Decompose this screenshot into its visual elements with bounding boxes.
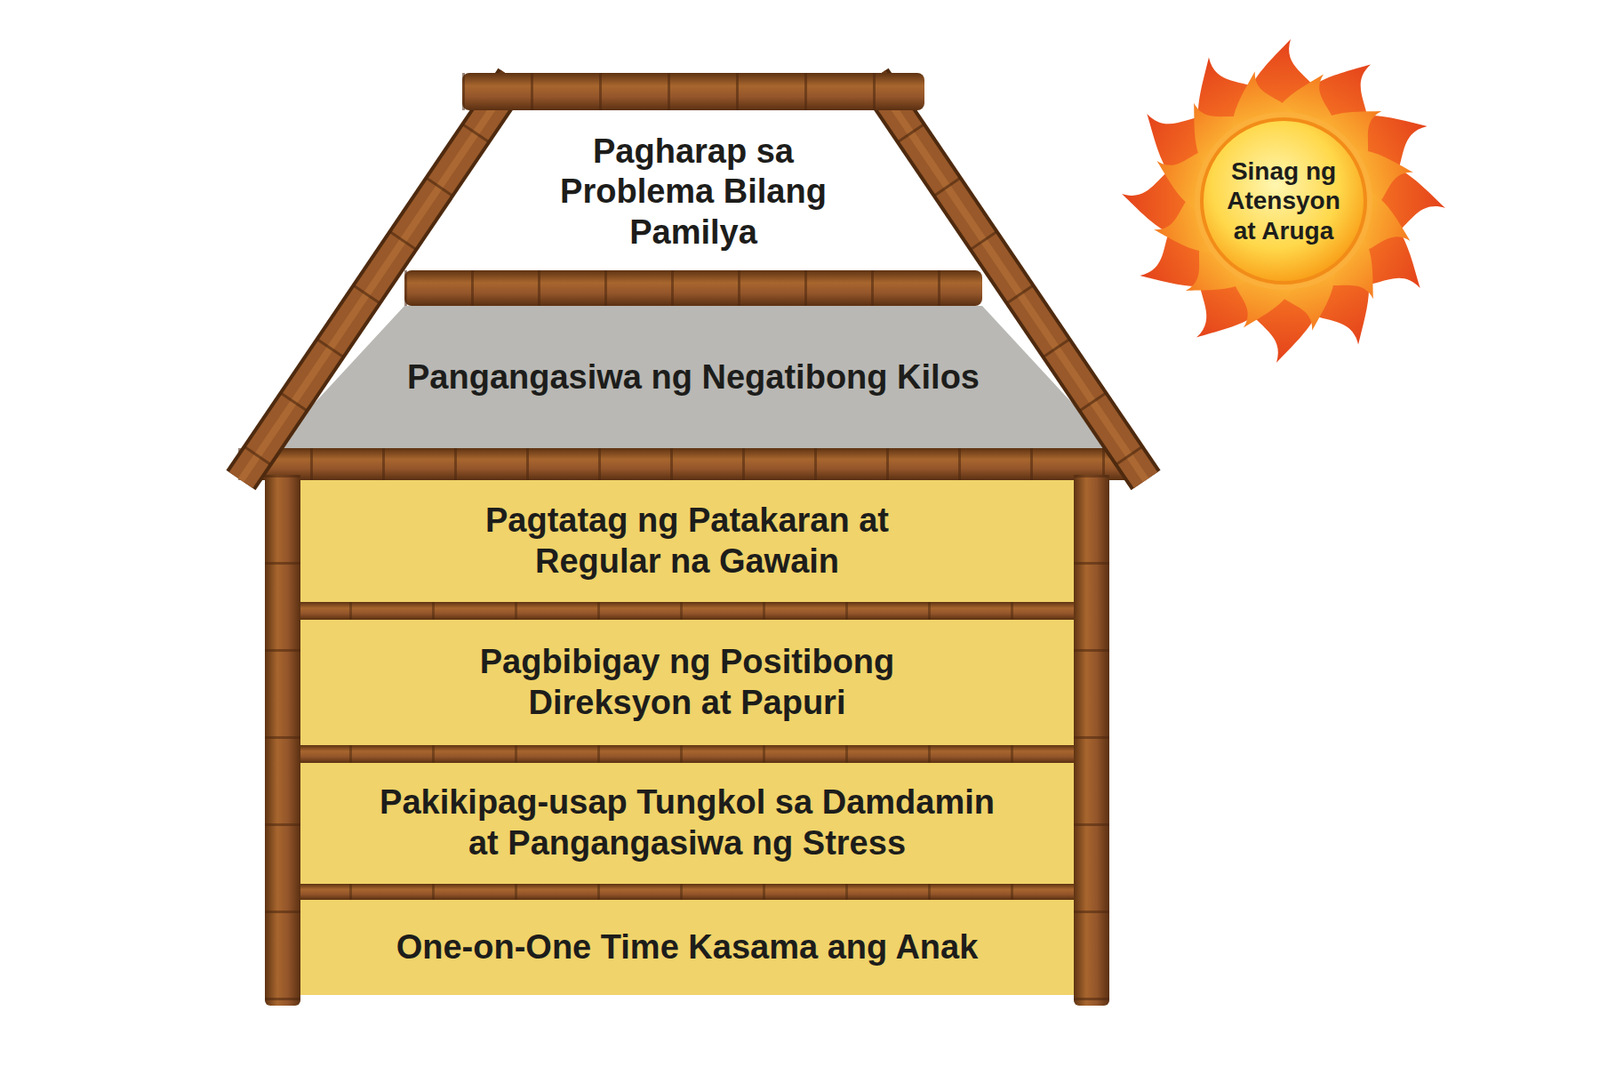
sun-badge: Sinag ng Atensyon at Aruga: [1201, 119, 1366, 283]
bamboo-node: [404, 270, 983, 306]
bamboo-node: [1073, 474, 1110, 1006]
bamboo-rafter: [240, 78, 513, 480]
bamboo-node: [264, 474, 301, 1006]
bamboo-rafter: [240, 78, 513, 480]
roof-gray-band: Pangangasiwa ng Negatibong Kilos: [355, 311, 1032, 445]
bamboo-node: [462, 72, 925, 111]
bamboo-post: [264, 474, 301, 1006]
wall-band: One-on-One Time Kasama ang Anak: [300, 899, 1074, 995]
wall-band: Pagbibigay ng Positibong Direksyon at Pa…: [300, 619, 1074, 745]
bamboo-beam: [266, 883, 1108, 900]
bamboo-node: [266, 601, 1108, 620]
bamboo-node: [240, 78, 513, 480]
node-label: Pangangasiwa ng Negatibong Kilos: [407, 357, 980, 399]
bamboo-beam: [266, 601, 1108, 620]
node-label: One-on-One Time Kasama ang Anak: [396, 927, 979, 968]
bamboo-rafter: [873, 78, 1146, 480]
bamboo-node: [266, 883, 1108, 900]
roof-peak-panel: [417, 110, 969, 272]
bamboo-beam: [238, 448, 1147, 480]
wall-band: Pagtatag ng Patakaran at Regular na Gawa…: [300, 480, 1074, 602]
bamboo-rafter: [873, 78, 1146, 480]
roof-peak-section: Pagharap sa Problema Bilang Pamilya: [506, 115, 880, 269]
bamboo-beam: [404, 270, 983, 306]
node-label: Pagharap sa Problema Bilang Pamilya: [542, 131, 845, 254]
bamboo-rafter: [873, 78, 1146, 480]
node-label: Pagtatag ng Patakaran at Regular na Gawa…: [438, 500, 936, 582]
sun-illustration: [1121, 39, 1446, 363]
roof-gray-panel: [271, 305, 1116, 450]
node-label: Sinag ng Atensyon at Aruga: [1221, 156, 1346, 247]
bamboo-node: [873, 78, 1146, 480]
node-label: Pagbibigay ng Positibong Direksyon at Pa…: [438, 641, 936, 723]
sun-core: [1201, 119, 1366, 283]
bamboo-rafter: [240, 78, 513, 480]
node-label: Pakikipag-usap Tungkol sa Damdamin at Pa…: [367, 782, 1008, 864]
bamboo-node: [266, 744, 1108, 763]
sun-halo: [1194, 112, 1373, 290]
wall-band: Pakikipag-usap Tungkol sa Damdamin at Pa…: [300, 762, 1074, 884]
bamboo-node: [238, 448, 1147, 480]
bamboo-ridge: [462, 72, 925, 111]
bamboo-beam: [266, 744, 1108, 763]
bamboo-post: [1073, 474, 1110, 1006]
